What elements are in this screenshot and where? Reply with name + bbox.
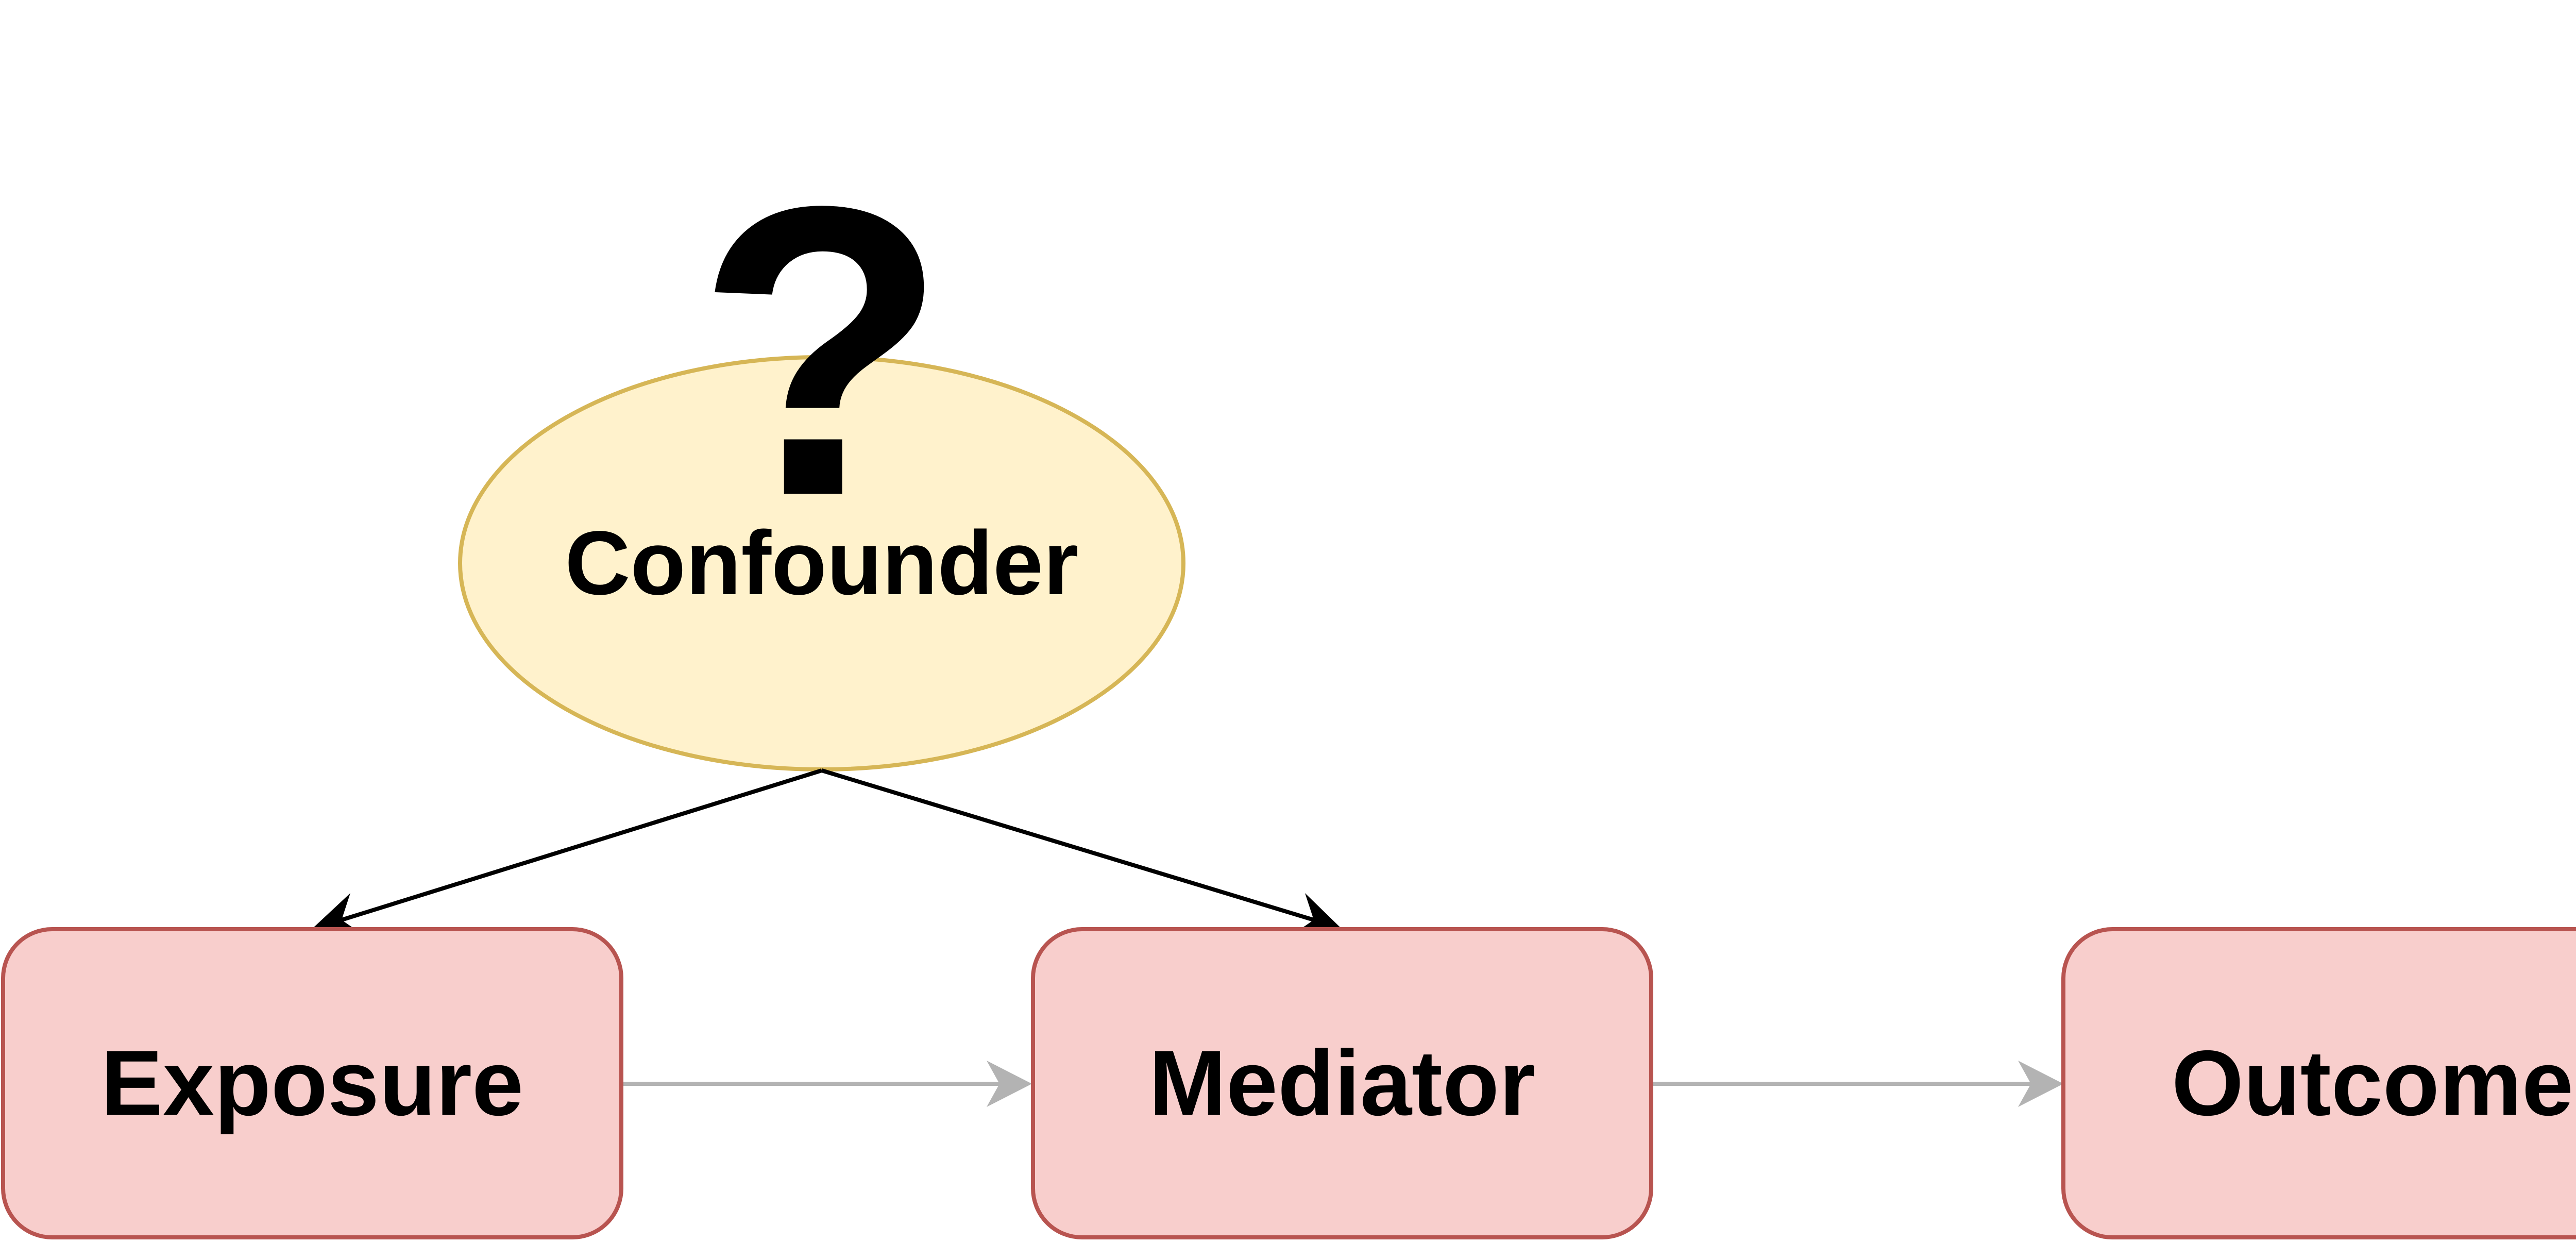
exposure-node[interactable]: Exposure bbox=[1, 927, 623, 1239]
confounder-label: Confounder bbox=[565, 513, 1078, 614]
exposure-label: Exposure bbox=[101, 1032, 523, 1135]
edge-confounder-to-exposure bbox=[312, 768, 823, 935]
outcome-label: Outcome bbox=[2172, 1032, 2573, 1135]
edge-confounder-to-mediator bbox=[821, 768, 1342, 935]
mediator-box bbox=[1031, 927, 1653, 1239]
arrowhead-icon bbox=[987, 1061, 1032, 1107]
arrowhead-icon bbox=[1292, 893, 1342, 935]
confounder-ellipse bbox=[458, 355, 1185, 771]
arrowhead-icon bbox=[2018, 1061, 2063, 1107]
mediator-label: Mediator bbox=[1149, 1032, 1535, 1135]
outcome-box bbox=[2061, 927, 2576, 1239]
confounder-node[interactable]: ? Confounder bbox=[458, 121, 1185, 771]
edge-line bbox=[341, 768, 823, 922]
edge-exposure-to-mediator bbox=[621, 1061, 1032, 1107]
edge-mediator-to-outcome bbox=[1652, 1061, 2063, 1107]
mediator-node[interactable]: Mediator bbox=[1031, 927, 1653, 1239]
edge-line bbox=[821, 768, 1315, 922]
exposure-box bbox=[1, 927, 623, 1239]
arrowhead-icon bbox=[312, 893, 363, 935]
outcome-node[interactable]: Outcome bbox=[2061, 927, 2576, 1239]
question-mark: ? bbox=[696, 121, 948, 581]
